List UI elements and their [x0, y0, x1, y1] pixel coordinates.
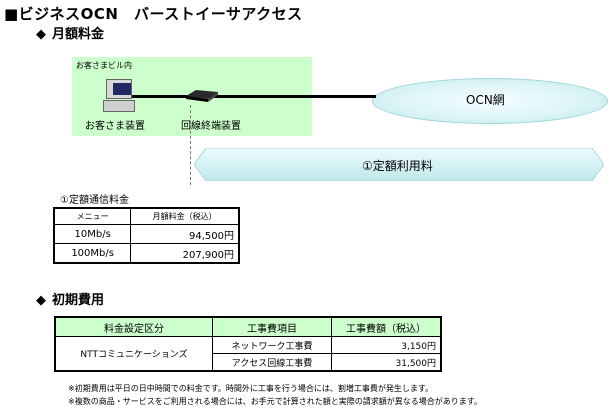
diamond-bullet-icon: ◆: [36, 293, 46, 308]
computer-icon: [103, 79, 135, 113]
boundary-dashed-line: [190, 105, 191, 185]
page-title: ■ビジネスOCN バーストイーサアクセス: [4, 5, 303, 23]
fixed-fee-arrow-band: [194, 148, 604, 181]
table-row: アクセス回線工事費 31,500円: [55, 353, 442, 372]
table-row: 100Mb/s 207,900円: [53, 243, 240, 264]
section-monthly-heading: ◆ 月額料金: [36, 23, 104, 42]
terminal-device-label: 回線終端装置: [181, 121, 241, 132]
ocn-network-cloud: [372, 78, 608, 124]
section-initial-heading: ◆ 初期費用: [36, 289, 104, 308]
menu-header: メニュー: [53, 207, 132, 225]
fee-cell: 207,900円: [130, 243, 240, 264]
note-line: ※初期費用は平日の日中時間での料金です。時間外に工事を行う場合には、割増工事費が…: [68, 384, 434, 393]
customer-device-label: お客さま装置: [85, 121, 145, 132]
section-monthly-label: 月額料金: [52, 27, 105, 42]
monthly-fee-table: メニュー 月額料金（税込） 10Mb/s 94,500円 100Mb/s 207…: [53, 207, 240, 264]
work-fee-header: 工事費額（税込）: [331, 316, 442, 337]
fee-table-caption: ①定額通信料金: [60, 195, 129, 206]
menu-cell: 10Mb/s: [53, 224, 132, 244]
table-row: 10Mb/s 94,500円: [53, 224, 240, 244]
table-row: NTTコミュニケーションズ ネットワーク工事費 3,150円: [54, 336, 442, 372]
connection-line: [130, 95, 376, 98]
work-fee-cell: 31,500円: [331, 353, 442, 372]
section-initial-label: 初期費用: [52, 293, 105, 308]
building-label: お客さまビル内: [76, 61, 132, 70]
work-item-header: 工事費項目: [212, 316, 332, 337]
fixed-fee-label: ①定額利用料: [362, 159, 433, 173]
category-header: 料金設定区分: [54, 316, 213, 337]
table-header-row: メニュー 月額料金（税込）: [53, 207, 240, 225]
monthly-fee-header: 月額料金（税込）: [130, 207, 240, 225]
router-icon: [186, 90, 218, 102]
work-item-cell: ネットワーク工事費: [212, 336, 332, 354]
category-cell: NTTコミュニケーションズ: [54, 336, 213, 372]
diamond-bullet-icon: ◆: [36, 27, 46, 42]
fee-cell: 94,500円: [130, 224, 240, 244]
note-line: ※複数の商品・サービスをご利用される場合には、お手元で計算された額と実際の請求額…: [68, 397, 482, 406]
initial-fee-table: 料金設定区分 工事費項目 工事費額（税込） NTTコミュニケーションズ ネットワ…: [54, 316, 442, 372]
table-header-row: 料金設定区分 工事費項目 工事費額（税込）: [54, 316, 442, 337]
work-fee-cell: 3,150円: [331, 336, 442, 354]
network-label: OCN網: [466, 93, 505, 107]
menu-cell: 100Mb/s: [53, 243, 132, 264]
work-item-cell: アクセス回線工事費: [212, 353, 332, 372]
